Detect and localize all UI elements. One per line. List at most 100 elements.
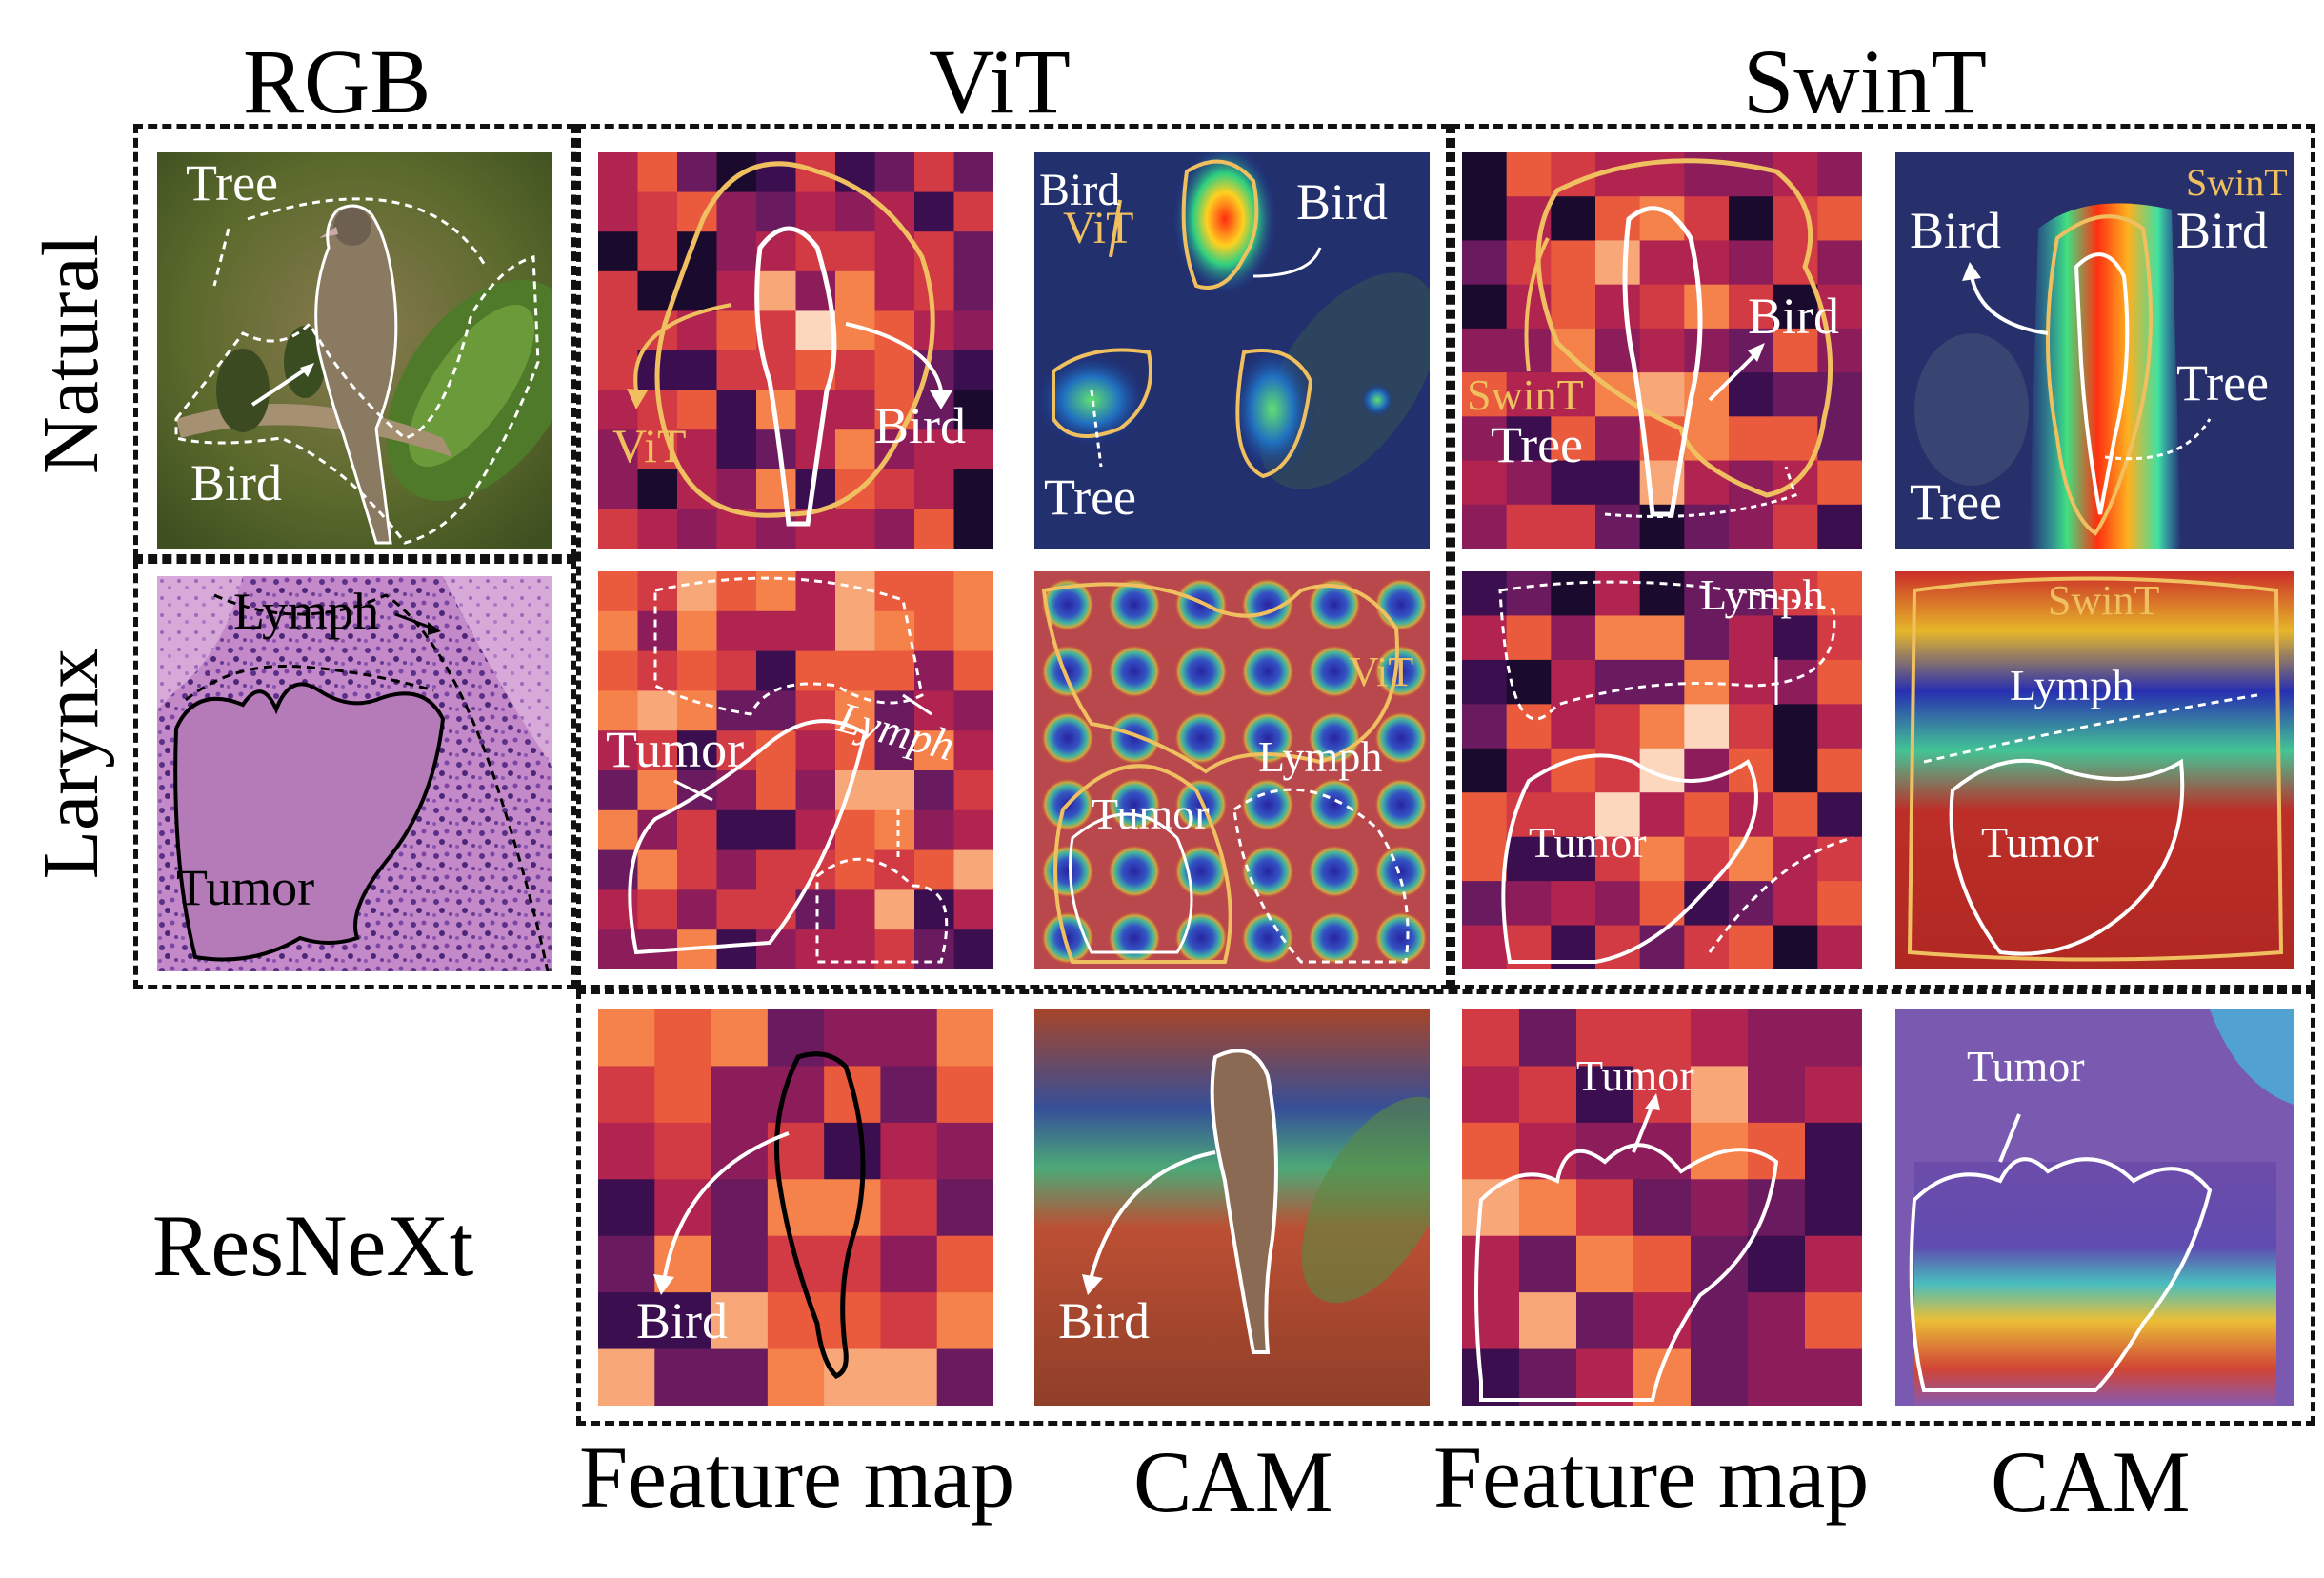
heatmap-cell <box>1817 240 1862 286</box>
heatmap-cell <box>598 509 639 549</box>
heatmap-cell <box>1817 152 1862 198</box>
heatmap-cell <box>1519 1235 1578 1294</box>
heatmap-cell <box>1551 615 1596 661</box>
heatmap-cell <box>637 571 678 612</box>
row-label-larynx: Larynx <box>27 648 115 880</box>
heatmap-cell <box>953 310 993 351</box>
heatmap-cell <box>914 509 955 549</box>
heatmap-cell <box>677 509 718 549</box>
heatmap-cell <box>874 809 915 851</box>
heatmap-cell <box>953 770 993 811</box>
heatmap-cell <box>1551 284 1596 330</box>
heatmap-cell <box>637 191 678 233</box>
heatmap-cell <box>1729 659 1774 706</box>
heatmap-cell <box>756 469 797 510</box>
heatmap-cell <box>835 429 876 470</box>
heatmap-cell <box>677 610 718 652</box>
heatmap-cell <box>637 509 678 549</box>
heatmap-cell <box>598 1122 656 1181</box>
heatmap-cell <box>1462 1122 1521 1181</box>
heatmap-cell <box>598 1292 656 1350</box>
heatmap-cell <box>1639 792 1686 838</box>
heatmap-cell <box>880 1009 938 1068</box>
heatmap-cell <box>1595 792 1641 838</box>
heatmap-cell <box>1462 659 1508 706</box>
heatmap-cell <box>756 191 797 233</box>
heatmap-cell <box>1729 571 1774 617</box>
heatmap-cell <box>716 469 757 510</box>
heatmap-cell <box>1519 1066 1578 1125</box>
heatmap-cell <box>1691 1009 1750 1068</box>
heatmap-cell <box>1639 328 1686 374</box>
heatmap-cell <box>1817 615 1862 661</box>
heatmap-cell <box>1462 836 1508 883</box>
annotation-vit: ViT <box>612 419 687 472</box>
heatmap-cell <box>953 889 993 931</box>
heatmap-cell <box>1773 571 1819 617</box>
heatmap-cell <box>1462 328 1508 374</box>
heatmap-cell <box>1462 372 1508 418</box>
resnext-feature-map-tumor: Tumor <box>1462 1009 1862 1406</box>
heatmap-cell <box>1691 1235 1750 1294</box>
heatmap-cell <box>1462 792 1508 838</box>
heatmap-cell <box>835 889 876 931</box>
heatmap-cell <box>598 690 639 732</box>
heatmap-cell <box>1729 416 1774 462</box>
heatmap-cell <box>1805 1292 1862 1350</box>
heatmap-cell <box>1729 284 1774 330</box>
annotation-bird: Bird <box>1296 173 1388 230</box>
heatmap-cell <box>716 889 757 931</box>
heatmap-cell <box>1576 1235 1635 1294</box>
heatmap-cell <box>711 1179 770 1237</box>
heatmap-cell <box>756 270 797 312</box>
heatmap-cell <box>756 231 797 272</box>
heatmap-cell <box>1684 792 1730 838</box>
heatmap-cell <box>1506 571 1553 617</box>
heatmap-cell <box>914 730 955 771</box>
heatmap-cell <box>756 770 797 811</box>
heatmap-cell <box>1773 504 1819 549</box>
heatmap-cell <box>1805 1009 1862 1068</box>
heatmap-cell <box>598 350 639 391</box>
heatmap-cell <box>835 270 876 312</box>
header-rgb: RGB <box>243 30 431 132</box>
heatmap-cell <box>1576 1348 1635 1406</box>
heatmap-cell <box>637 231 678 272</box>
annotation-bird: Bird <box>874 397 966 454</box>
heatmap-cell <box>1773 792 1819 838</box>
heatmap-cell <box>874 770 915 811</box>
annotation-tree: Tree <box>1910 473 2002 530</box>
heatmap-cell <box>1595 836 1641 883</box>
annotation-bird: Bird <box>1748 288 1839 345</box>
heatmap-cell <box>756 889 797 931</box>
heatmap-cell <box>1506 416 1553 462</box>
heatmap-cell <box>767 1179 826 1237</box>
heatmap-cell <box>1551 792 1596 838</box>
resnext-feature-map-bird: Bird <box>598 1009 993 1406</box>
heatmap-cell <box>914 889 955 931</box>
heatmap-cell <box>874 350 915 391</box>
heatmap-cell <box>1773 615 1819 661</box>
heatmap-cell <box>637 849 678 891</box>
heatmap-cell <box>1506 460 1553 506</box>
heatmap-cell <box>880 1235 938 1294</box>
heatmap-cell <box>914 469 955 510</box>
row-label-natural: Natural <box>27 234 115 474</box>
heatmap-cell <box>914 191 955 233</box>
heatmap-cell <box>598 770 639 811</box>
heatmap-cell <box>795 310 836 351</box>
heatmap-cell <box>880 1348 938 1406</box>
swint-feature-map-larynx: Lymph Tumor <box>1462 571 1862 969</box>
footer-feature-map-swint: Feature map <box>1433 1428 1870 1526</box>
heatmap-cell <box>598 310 639 351</box>
heatmap-cell <box>711 1235 770 1294</box>
heatmap-cell <box>1684 196 1730 242</box>
heatmap-cell <box>835 849 876 891</box>
heatmap-cell <box>767 1348 826 1406</box>
heatmap-cell <box>1576 1292 1635 1350</box>
heatmap-cell <box>1506 504 1553 549</box>
heatmap-cell <box>1506 836 1553 883</box>
heatmap-cell <box>637 889 678 931</box>
heatmap-cell <box>824 1292 882 1350</box>
heatmap-cell <box>1729 152 1774 198</box>
